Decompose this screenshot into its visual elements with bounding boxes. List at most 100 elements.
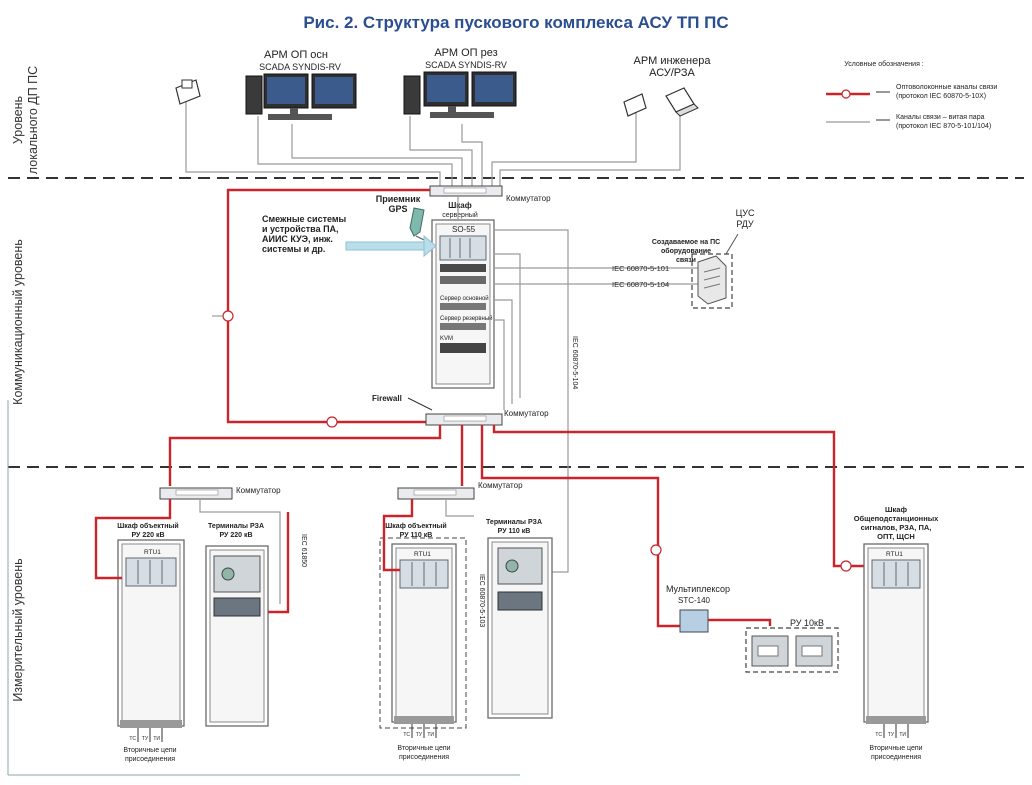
svg-text:Уровень: Уровень: [11, 96, 25, 144]
ti-label: ТИ: [153, 736, 160, 742]
terminals-ru110: [487, 537, 553, 719]
arm-main-workstation: [245, 73, 357, 120]
wire-arm-main-b: [291, 124, 463, 186]
svg-text:Смежные системы: Смежные системы: [262, 214, 347, 224]
arm-reserve-title: АРМ ОП рез: [434, 47, 497, 59]
switch-mid: [425, 413, 503, 426]
secondary-label-1: Вторичные цепи: [397, 745, 450, 752]
rtu-device: [125, 557, 177, 587]
multiplexer-device: [679, 609, 709, 633]
svg-text:Шкаф: Шкаф: [885, 505, 907, 514]
term220-label-1: Терминалы РЗА: [208, 523, 264, 530]
equip-label-2: оборудование: [661, 247, 711, 255]
tu-label: ТУ: [142, 736, 149, 742]
rtu-label: RTU1: [886, 551, 903, 558]
fiber-switch-cab220: [94, 499, 172, 580]
legend-heading: Условные обозначения :: [844, 60, 924, 68]
tc-label: ТС: [875, 732, 882, 738]
wire-switch-term110: [445, 499, 474, 517]
equip-label-3: связи: [676, 257, 696, 264]
comm-equipment-icon: [697, 255, 727, 305]
switch-center-label: Коммутатор: [478, 481, 523, 490]
level-label-bottom: Измерительный уровень: [11, 558, 25, 701]
tc-label: ТС: [403, 732, 410, 738]
cab220-label-2: РУ 220 кВ: [131, 532, 164, 539]
switch-center: [397, 487, 475, 500]
server-cabinet-label-2: серверный: [442, 211, 478, 219]
adjacent-systems-arrow: [345, 234, 437, 258]
secondary-label-2: присоединения: [399, 754, 449, 761]
term220-label-2: РУ 220 кВ: [219, 532, 252, 539]
so55-label: SO-55: [452, 225, 476, 234]
wire-iec104-vertical: [494, 229, 569, 573]
cab220-label-1: Шкаф объектный: [117, 522, 178, 530]
rtu-device: [871, 559, 921, 589]
legend-fiber-1: Оптоволоконные каналы связи: [896, 84, 997, 91]
laptop-icon: [665, 87, 699, 117]
secondary-label-2: присоединения: [125, 756, 175, 763]
cabinet-ru110-frame: [379, 537, 467, 729]
iec104-label: IEC 60870-5-104: [612, 280, 669, 289]
ti-label: ТИ: [899, 732, 906, 738]
wire-engineer-a: [491, 112, 637, 186]
legend-twisted-2: (протокол IEC 870-5-101/104): [896, 123, 991, 130]
iec-vertical-label: IEC 60870-5-104: [571, 336, 578, 389]
ru10-device: [751, 635, 789, 667]
rtu-label: RTU1: [414, 551, 431, 558]
server-main-device: [440, 303, 486, 310]
secondary-circuits-common: ТС ТУ ТИ Вторичные цепи присоединения: [869, 724, 923, 761]
kvm-label: KVM: [440, 336, 453, 342]
iec103-label: IEC 60870-5-103: [478, 574, 485, 627]
fiber-converter-icon: [840, 560, 852, 572]
wire-arm-main-a: [257, 116, 453, 186]
ti-label: ТИ: [427, 732, 434, 738]
iec101-label: IEC 60870-5-101: [612, 264, 669, 273]
wire-switch-term220: [199, 499, 281, 604]
arm-engineer-subtitle: АСУ/РЗА: [649, 67, 695, 79]
switch-left-label: Коммутатор: [236, 486, 281, 495]
server-reserve-label: Сервер резервный: [440, 315, 493, 322]
fiber-term220: [268, 512, 290, 614]
ru10-frame: [745, 627, 839, 673]
svg-text:локального ДП ПС: локального ДП ПС: [26, 66, 40, 174]
fiber-to-switch-left: [168, 425, 442, 486]
switch-top-label: Коммутатор: [506, 194, 551, 203]
legend: Условные обозначения : Оптоволоконные ка…: [826, 60, 997, 130]
fiber-converter-icon: [650, 544, 662, 556]
cus-link: [725, 233, 739, 255]
adjacent-systems-label: Смежные системы и устройства ПА, АИИС КУ…: [262, 214, 347, 254]
wire-printer-left: [185, 102, 441, 186]
wire-cabinet-drop-3: [494, 319, 505, 410]
mux-label-1: Мультиплексор: [666, 584, 730, 594]
fiber-switch-cab110: [382, 499, 414, 572]
rack-unit: [440, 276, 486, 284]
fiber-mux-ru10: [708, 618, 772, 626]
arm-reserve-scada: SCADA SYNDIS-RV: [425, 60, 507, 70]
firewall-pointer: [407, 397, 433, 411]
wire-cabinet-drop-2: [494, 299, 513, 404]
svg-text:ОПТ, ЩСН: ОПТ, ЩСН: [877, 532, 915, 541]
gps-label-2: GPS: [388, 204, 407, 214]
level-label-top: Уровень локального ДП ПС: [11, 66, 40, 174]
terminals-ru220: [205, 545, 269, 727]
equipment-box: [691, 253, 733, 309]
secondary-label-1: Вторичные цепи: [123, 747, 176, 754]
wire-arm-reserve-b: [461, 124, 483, 186]
cab110-label-2: РУ 110 кВ: [400, 532, 433, 539]
wire-arm-reserve-a: [409, 116, 473, 186]
printer-icon: [623, 93, 647, 117]
svg-text:Общеподстанционных: Общеподстанционных: [854, 514, 939, 523]
secondary-circuits-220: ТС ТУ ТИ Вторичные цепи присоединения: [123, 728, 177, 763]
mux-label-2: STC-140: [678, 596, 711, 605]
rack-unit: [440, 264, 486, 272]
tc-label: ТС: [129, 736, 136, 742]
arm-engineer-title: АРМ инженера: [634, 55, 712, 67]
secondary-label-1: Вторичные цепи: [869, 745, 922, 752]
cus-label-1: ЦУС: [736, 208, 755, 218]
switch-mid-label: Коммутатор: [504, 409, 549, 418]
firewall-label: Firewall: [372, 394, 402, 403]
tu-label: ТУ: [416, 732, 423, 738]
iec61850-label: IEC 61850: [300, 534, 307, 567]
legend-fiber-2: (протокол IEC 60870-5-10X): [896, 93, 986, 100]
